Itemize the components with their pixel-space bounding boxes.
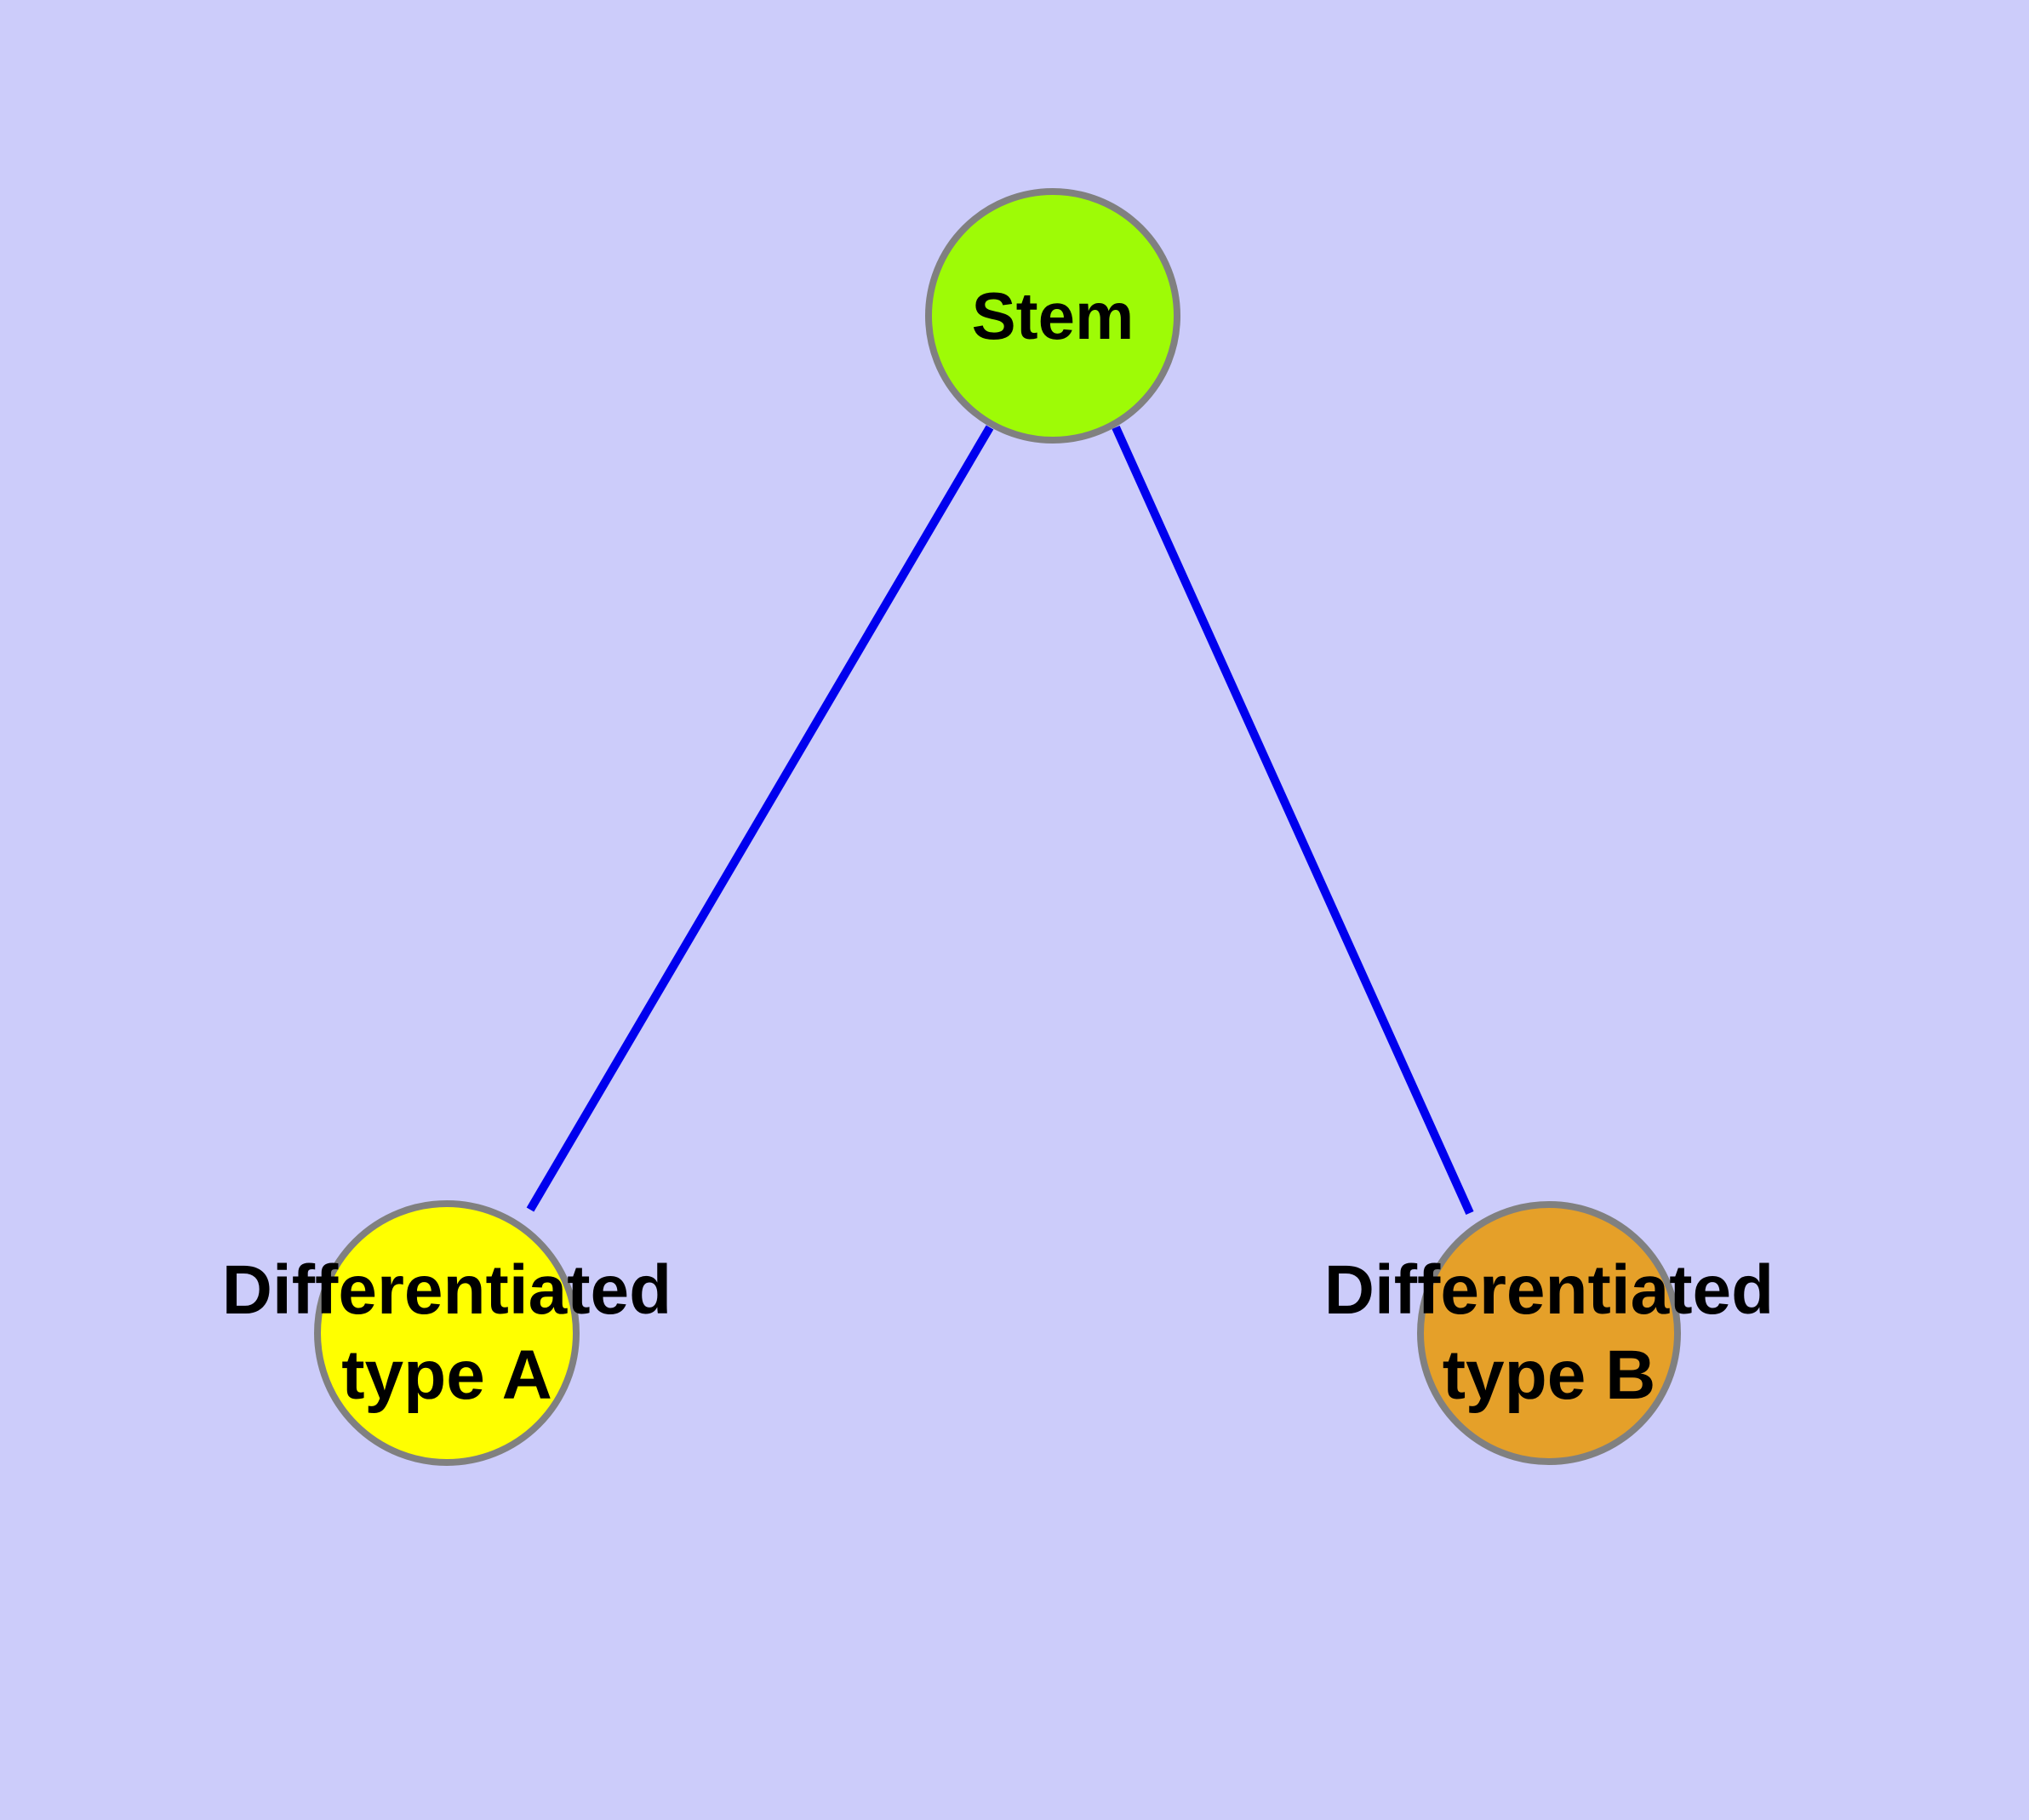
edge-stem-to-diff_a: [526, 425, 994, 1212]
node-layer: [314, 188, 1681, 1466]
node-differentiated-type-b[interactable]: [1417, 1201, 1681, 1465]
node-circle-stem[interactable]: [925, 188, 1180, 444]
node-differentiated-type-a[interactable]: [314, 1200, 580, 1466]
edge-layer: [526, 425, 1474, 1216]
node-stem[interactable]: [925, 188, 1180, 444]
node-circle-diff_b[interactable]: [1417, 1201, 1681, 1465]
node-circle-diff_a[interactable]: [314, 1200, 580, 1466]
edge-stem-to-diff_b: [1112, 425, 1474, 1216]
